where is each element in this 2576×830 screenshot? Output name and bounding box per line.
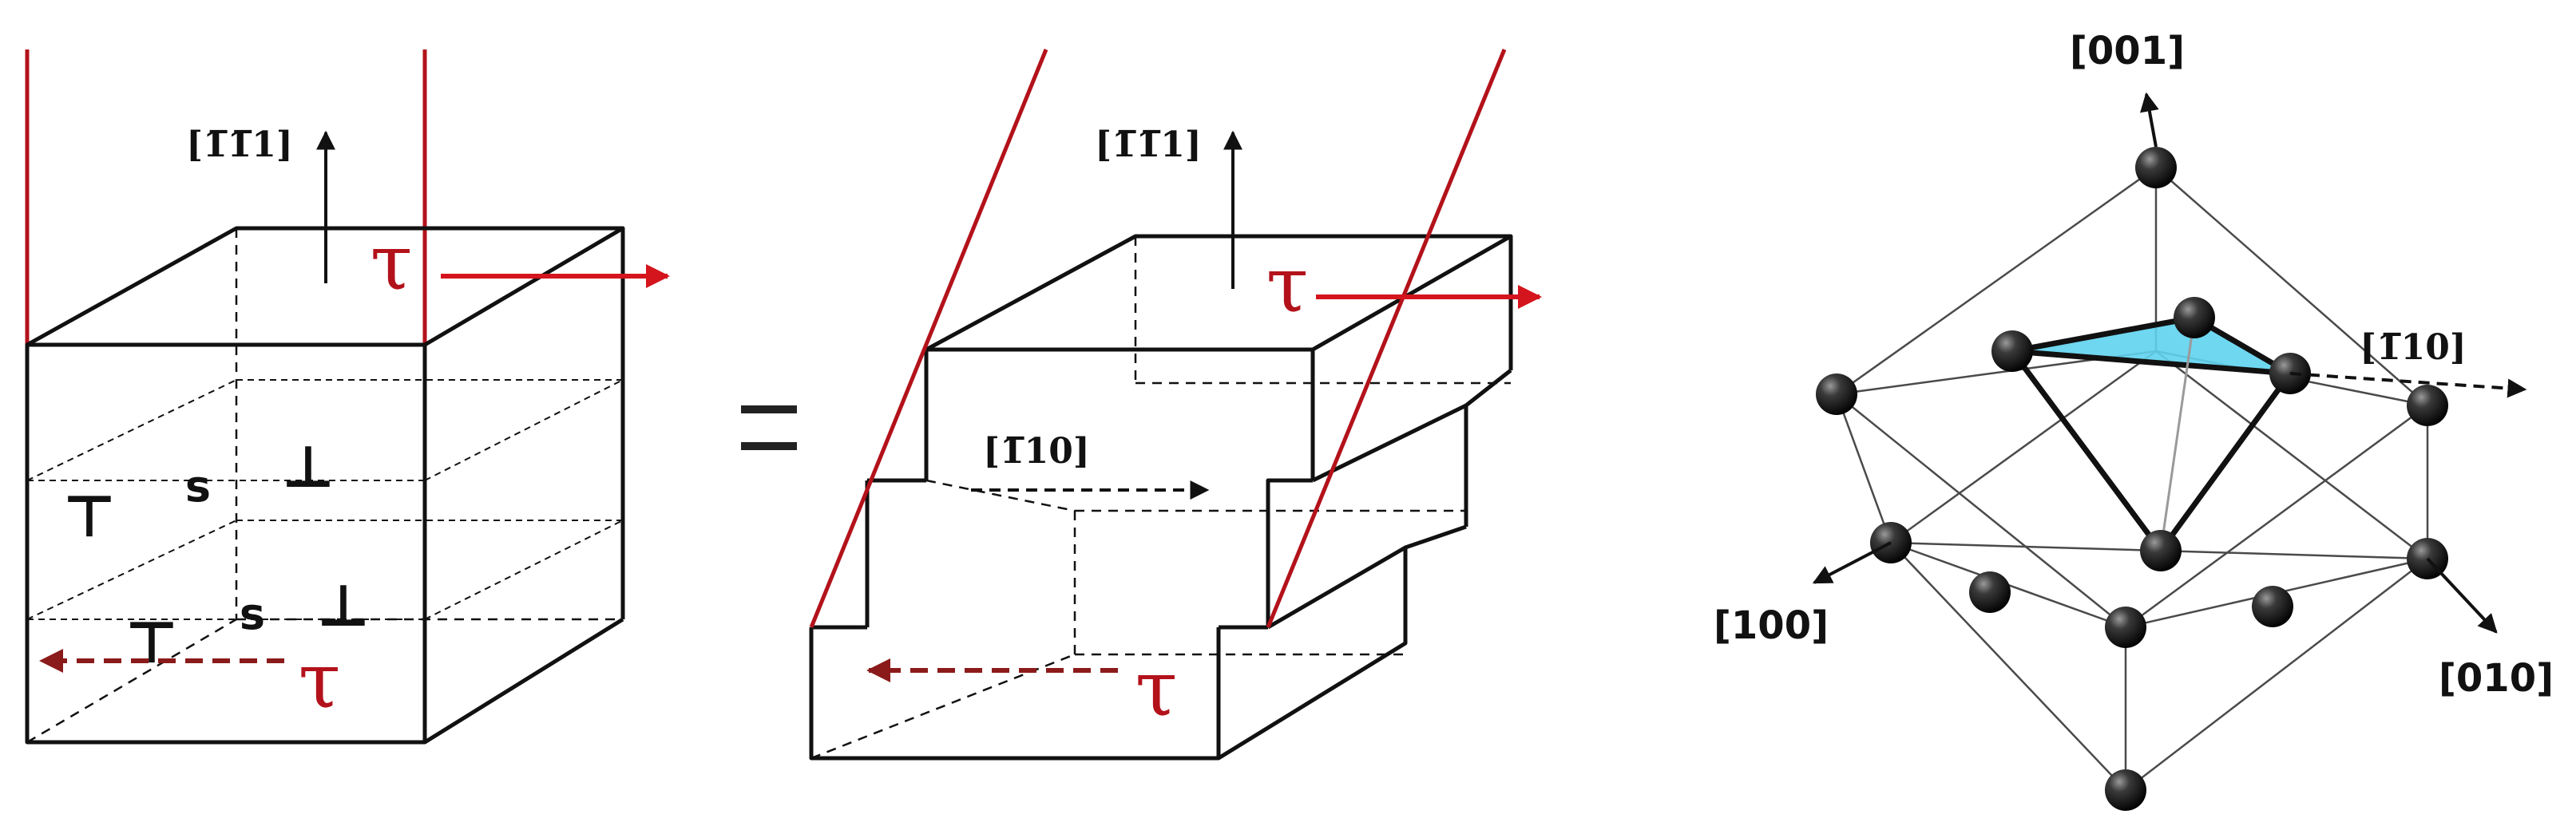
direction-label-middle: [1̅1̅1]	[1095, 125, 1201, 165]
dislocation-right-upper: ⊥	[282, 433, 335, 500]
atom	[2135, 147, 2177, 188]
dislocation-left-lower: ⊤	[125, 609, 178, 676]
tetrahedron-face-cyan	[2012, 318, 2290, 374]
dislocation-left-upper: ⊤	[63, 483, 116, 550]
red-trace-left	[809, 49, 1048, 628]
equals-sign	[741, 405, 797, 450]
axis-001-label: [001]	[2070, 29, 2185, 73]
fcc-cell-edges	[1834, 166, 2430, 792]
atom	[1816, 374, 1857, 415]
equals-sign-text: =	[766, 441, 772, 449]
atom	[2407, 385, 2448, 426]
atom	[2105, 607, 2146, 648]
atom	[1991, 330, 2033, 372]
tau-bottom-left: τ	[298, 636, 340, 725]
slip-direction-label: [1̅10]	[983, 431, 1089, 472]
tau-bottom-middle: τ	[1135, 644, 1177, 733]
atom	[2174, 297, 2215, 338]
stepped-block	[809, 234, 1513, 761]
atoms	[1816, 147, 2448, 811]
axis-100-arrow	[1812, 541, 1892, 584]
axis-100-label: [100]	[1714, 603, 1829, 648]
atom	[2105, 769, 2146, 811]
red-trace-right	[1266, 49, 1507, 628]
dislocation-right-lower: ⊥	[317, 572, 370, 639]
atom	[1969, 571, 2011, 613]
panel-middle: [1̅1̅1] τ [1̅10] τ	[809, 49, 1542, 761]
axis-001-arrow	[2140, 92, 2159, 148]
direction-label-left: [1̅1̅1]	[186, 125, 292, 165]
symbol-s-upper: s	[185, 461, 211, 512]
cube-left-hidden-edges	[26, 228, 623, 744]
panel-right: [001] [100] [010] [1̅10]	[1714, 29, 2554, 811]
tau-top-middle: τ	[1266, 240, 1308, 330]
axis-010-arrow	[2426, 557, 2498, 634]
tetrahedron-hidden-edge	[2159, 317, 2196, 551]
cube-left	[25, 226, 625, 745]
axis-m110-label: [1̅10]	[2360, 327, 2466, 368]
axis-m110-arrow	[2289, 372, 2527, 398]
atom	[2140, 530, 2182, 571]
panel-left: ⊤ ⊥ ⊤ ⊥ s s [1̅1̅1] τ τ	[25, 49, 670, 745]
stepped-block-hidden	[810, 236, 1511, 760]
symbol-s-lower: s	[240, 589, 265, 639]
atom	[2252, 586, 2293, 627]
axis-010-label: [010]	[2439, 656, 2554, 701]
tau-top-left: τ	[370, 218, 412, 307]
slip-planes-left	[26, 379, 624, 620]
